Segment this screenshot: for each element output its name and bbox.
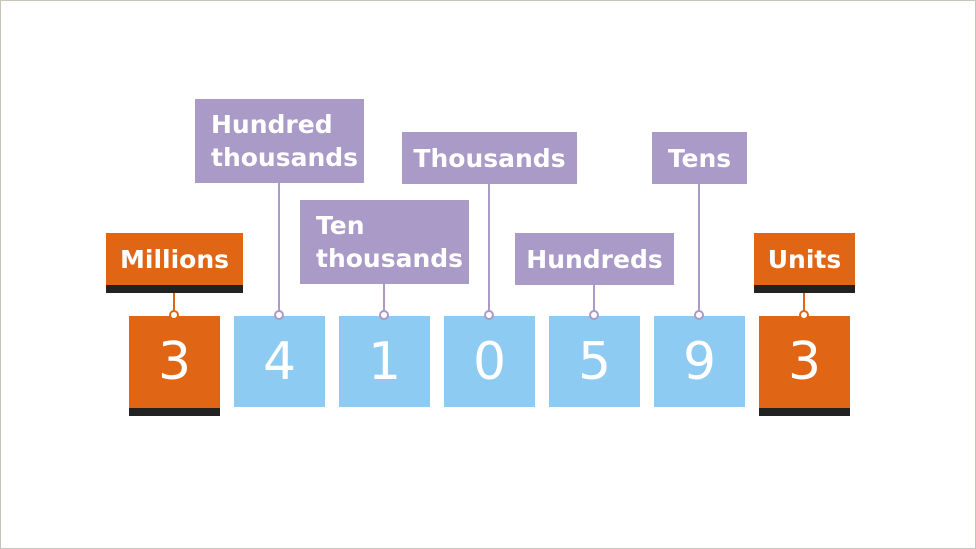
digit-tens: 9: [654, 316, 745, 407]
connector-dot-hundred-thousands: [274, 310, 284, 320]
label-hundreds: Hundreds: [515, 233, 674, 285]
digit-millions: 3: [129, 316, 220, 416]
connector-dot-units: [799, 310, 809, 320]
label-tens: Tens: [652, 132, 747, 184]
label-millions-text: Millions: [120, 244, 230, 274]
connector-ten-thousands: [383, 284, 385, 313]
digit-hundreds: 5: [549, 316, 640, 407]
label-hundred-thousands: Hundred thousands: [195, 99, 364, 183]
connector-dot-hundreds: [589, 310, 599, 320]
digit-units: 3: [759, 316, 850, 416]
connector-dot-millions: [169, 310, 179, 320]
label-ten-thousands: Ten thousands: [300, 200, 469, 284]
label-ten-thousands-text: Ten thousands: [316, 211, 464, 273]
digit-thousands: 0: [444, 316, 535, 407]
digit-tens-value: 9: [682, 331, 717, 392]
digit-ten-thousands: 1: [339, 316, 430, 407]
label-millions: Millions: [106, 233, 243, 293]
connector-tens: [698, 184, 700, 313]
label-units: Units: [754, 233, 855, 293]
label-thousands: Thousands: [402, 132, 577, 184]
digit-ten-thousands-value: 1: [367, 331, 402, 392]
label-hundred-thousands-text: Hundred thousands: [211, 110, 359, 172]
connector-units: [803, 293, 805, 313]
connector-dot-thousands: [484, 310, 494, 320]
connector-hundreds: [593, 285, 595, 313]
connector-thousands: [488, 184, 490, 313]
digit-thousands-value: 0: [472, 331, 507, 392]
digit-hundreds-value: 5: [577, 331, 612, 392]
label-hundreds-text: Hundreds: [526, 244, 663, 274]
label-thousands-text: Thousands: [413, 143, 566, 173]
label-tens-text: Tens: [667, 143, 732, 173]
label-units-text: Units: [767, 244, 842, 274]
digit-hundred-thousands-value: 4: [262, 331, 297, 392]
connector-hundred-thousands: [278, 183, 280, 313]
connector-millions: [173, 293, 175, 313]
connector-dot-ten-thousands: [379, 310, 389, 320]
digit-millions-value: 3: [157, 332, 192, 392]
digit-units-value: 3: [787, 332, 822, 392]
digit-hundred-thousands: 4: [234, 316, 325, 407]
connector-dot-tens: [694, 310, 704, 320]
